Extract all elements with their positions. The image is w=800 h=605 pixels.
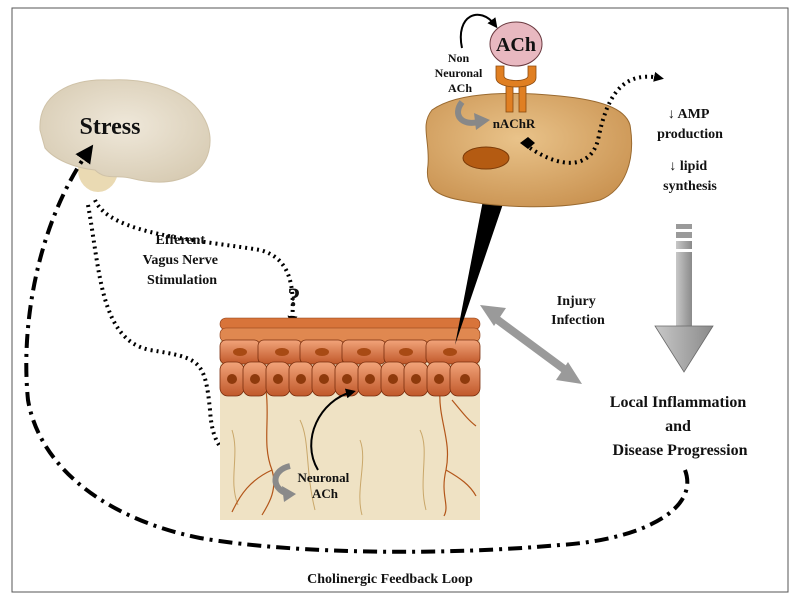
efferent-arrow-upper bbox=[93, 199, 298, 326]
stress-label: Stress bbox=[80, 114, 141, 140]
down-arrow-icon bbox=[654, 224, 714, 373]
nachr-label: nAChR bbox=[493, 116, 536, 131]
inflammation-label: Local Inflammation and Disease Progressi… bbox=[610, 394, 750, 459]
skin-tissue bbox=[219, 317, 481, 520]
feedback-loop-label: Cholinergic Feedback Loop bbox=[307, 572, 473, 587]
signal-diamond bbox=[520, 137, 535, 149]
ach-label: ACh bbox=[496, 34, 536, 56]
zoom-wedge bbox=[455, 190, 505, 345]
efferent-label: Efferent Vagus Nerve Stimulation bbox=[143, 233, 222, 288]
non-neuronal-release-icon bbox=[455, 100, 490, 130]
nachr-receptor-icon bbox=[495, 65, 537, 113]
amp-label: ↓ AMP production bbox=[657, 107, 723, 142]
injury-infection-label: Injury Infection bbox=[551, 294, 605, 328]
lipid-label: ↓ lipid synthesis bbox=[663, 159, 717, 194]
feedback-loop-arrow bbox=[24, 144, 690, 554]
signalling-arrow bbox=[528, 71, 664, 165]
neuronal-release-icon bbox=[272, 463, 296, 502]
ach-molecule bbox=[489, 21, 543, 67]
neuronal-ach-label: Neuronal ACh bbox=[297, 470, 352, 501]
neuronal-ach-arrow bbox=[310, 388, 356, 471]
ach-release-arrow bbox=[459, 13, 498, 49]
non-neuronal-ach-label: Non Neuronal ACh bbox=[435, 51, 486, 95]
injury-infection-arrow bbox=[480, 305, 582, 384]
question-mark: ? bbox=[288, 283, 301, 312]
